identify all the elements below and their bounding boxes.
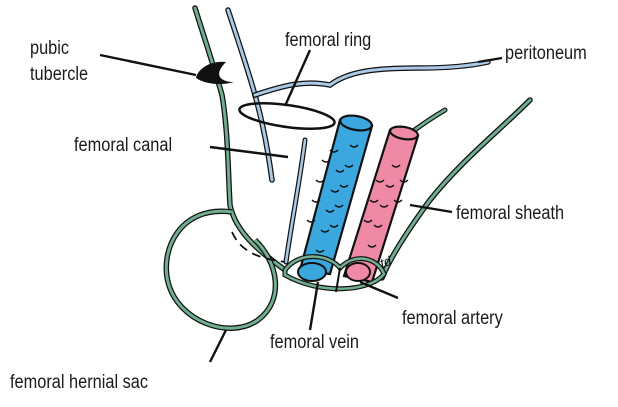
label-femoral-ring: femoral ring: [285, 30, 371, 52]
femoral-hernial-sac-shape: [166, 211, 285, 328]
label-pubic-tubercle-line2: tubercle: [30, 64, 88, 86]
label-femoral-sheath: femoral sheath: [456, 203, 564, 225]
label-femoral-vein: femoral vein: [270, 332, 359, 354]
label-femoral-hernial-sac: femoral hernial sac: [10, 372, 148, 394]
label-femoral-artery: femoral artery: [402, 308, 503, 330]
label-femoral-canal: femoral canal: [74, 135, 172, 157]
label-pubic-tubercle-line1: pubic: [30, 38, 69, 60]
label-peritoneum: peritoneum: [505, 43, 587, 65]
pubic-tubercle-shape: [196, 62, 234, 84]
